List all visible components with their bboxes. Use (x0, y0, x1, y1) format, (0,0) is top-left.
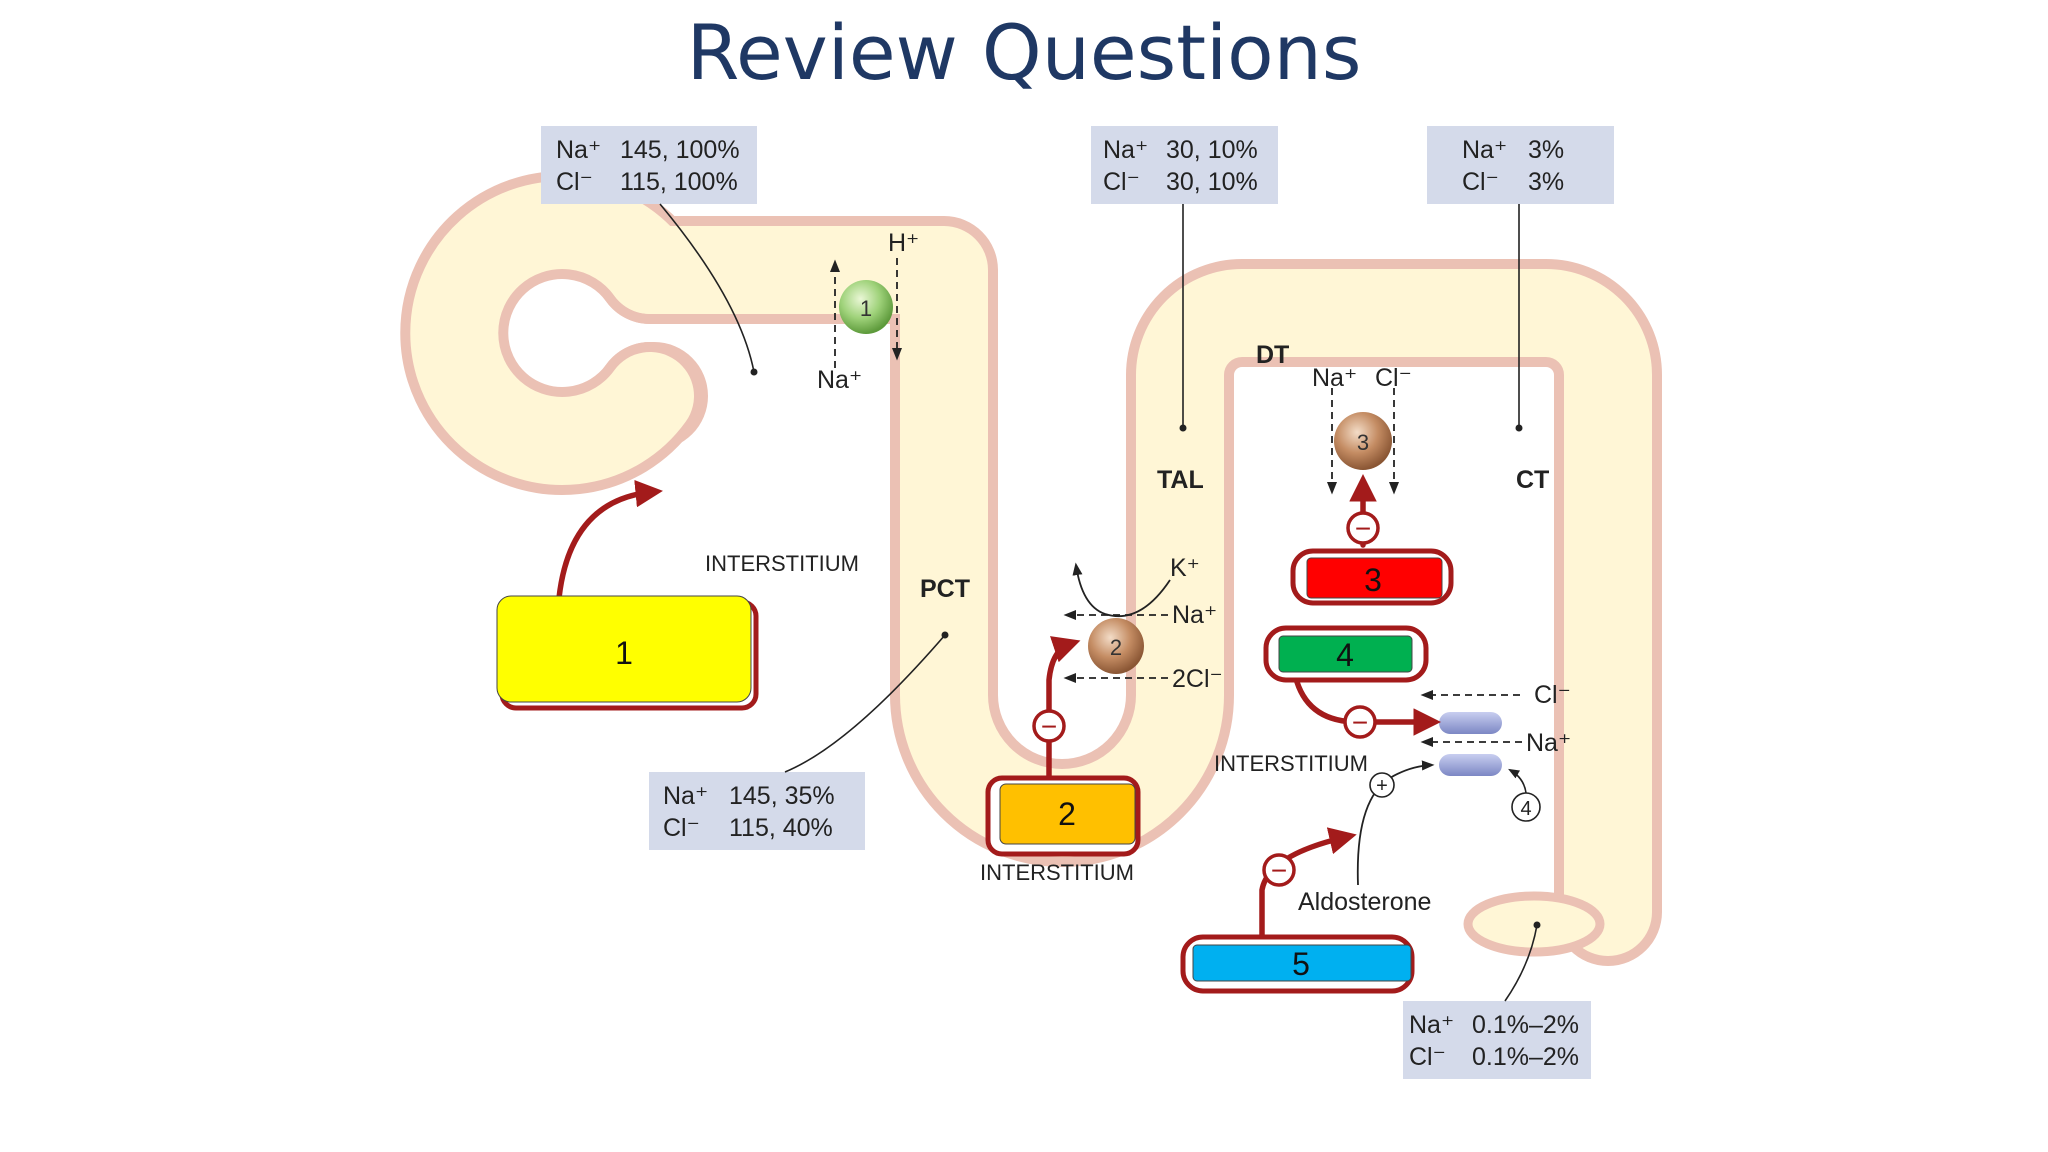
label-tal: TAL (1157, 466, 1204, 494)
transporter-1-number: 1 (860, 296, 872, 321)
transporter-4: Cl⁻ Na⁺ 4 (1420, 681, 1571, 822)
conc-cl-ion: Cl⁻ (663, 814, 700, 842)
conc-box-glomerular: Na⁺ 145, 100% Cl⁻ 115, 100% (541, 126, 757, 204)
transporter-2-na: Na⁺ (1172, 601, 1217, 629)
minus-sign-4-text: − (1352, 707, 1368, 738)
transporter-2-k: K⁺ (1170, 554, 1200, 582)
minus-sign-2 (1032, 709, 1066, 743)
leader-dots (750, 368, 1541, 929)
transporter-4-na: Na⁺ (1526, 729, 1571, 757)
conc-na-ion: Na⁺ (1103, 136, 1148, 164)
inhibition-signs: − − − − (1032, 511, 1380, 887)
conc-na-value: 145, 35% (729, 782, 835, 810)
conc-na-ion: Na⁺ (556, 136, 601, 164)
tubule-lumen (410, 181, 1652, 956)
minus-sign-2-text: − (1041, 711, 1057, 742)
minus-sign-3-text: − (1355, 513, 1371, 544)
minus-sign-5-text: − (1271, 855, 1287, 886)
conc-cl-ion: Cl⁻ (556, 168, 593, 196)
answer-box-3-label: 3 (1364, 562, 1382, 598)
answer-box-3[interactable]: 3 (1290, 548, 1454, 606)
leader-lines (659, 203, 1538, 1002)
transporter-4-number: 4 (1520, 798, 1531, 820)
label-interstitium-right: INTERSTITIUM (1214, 751, 1368, 776)
transporter-2-2cl: 2Cl⁻ (1172, 665, 1223, 693)
answer-box-4[interactable]: 4 (1263, 625, 1429, 683)
minus-sign-4 (1343, 705, 1377, 739)
answer-box-2-label: 2 (1058, 796, 1076, 832)
transporter-3-cl: Cl⁻ (1375, 364, 1412, 392)
conc-box-tal: Na⁺ 30, 10% Cl⁻ 30, 10% (1091, 126, 1278, 204)
answer-box-1-label: 1 (615, 635, 633, 671)
slide-title: Review Questions (686, 8, 1362, 97)
transporter-2-number: 2 (1110, 635, 1122, 660)
aldosterone-label: Aldosterone (1298, 888, 1431, 916)
conc-cl-ion: Cl⁻ (1462, 168, 1499, 196)
transporter-2: 2 K⁺ Na⁺ 2Cl⁻ (1063, 554, 1223, 693)
conc-na-ion: Na⁺ (1462, 136, 1507, 164)
minus-sign-5 (1262, 853, 1296, 887)
label-dt: DT (1256, 341, 1289, 369)
label-pct: PCT (920, 575, 970, 603)
conc-cl-ion: Cl⁻ (1103, 168, 1140, 196)
minus-sign-3 (1346, 511, 1380, 545)
conc-cl-ion: Cl⁻ (1409, 1043, 1446, 1071)
conc-cl-value: 115, 100% (620, 168, 738, 196)
answer-box-2[interactable]: 2 (985, 775, 1141, 857)
conc-na-value: 145, 100% (620, 136, 740, 164)
transporter-1-h: H⁺ (888, 229, 919, 257)
transporter-3-number: 3 (1357, 430, 1369, 455)
conc-na-value: 30, 10% (1166, 136, 1258, 164)
conc-na-value: 3% (1528, 136, 1564, 164)
conc-box-end: Na⁺ 0.1%–2% Cl⁻ 0.1%–2% (1403, 1001, 1591, 1079)
transporter-3-na: Na⁺ (1312, 364, 1357, 392)
conc-cl-value: 3% (1528, 168, 1564, 196)
aldosterone-group: Aldosterone + (1298, 760, 1435, 916)
aldosterone-plus-sign: + (1376, 775, 1388, 797)
transporter-4-cl: Cl⁻ (1534, 681, 1571, 709)
answer-box-1[interactable]: 1 (496, 595, 759, 711)
label-interstitium-loop: INTERSTITIUM (980, 860, 1134, 885)
conc-na-ion: Na⁺ (663, 782, 708, 810)
conc-na-value: 0.1%–2% (1472, 1011, 1579, 1039)
answer-box-4-label: 4 (1336, 637, 1354, 673)
conc-box-pct: Na⁺ 145, 35% Cl⁻ 115, 40% (649, 772, 865, 850)
label-ct: CT (1516, 466, 1549, 494)
label-interstitium-left: INTERSTITIUM (705, 551, 859, 576)
transporter-1-na: Na⁺ (817, 366, 862, 394)
conc-na-ion: Na⁺ (1409, 1011, 1454, 1039)
conc-cl-value: 30, 10% (1166, 168, 1258, 196)
answer-box-5-label: 5 (1292, 946, 1310, 982)
conc-cl-value: 0.1%–2% (1472, 1043, 1579, 1071)
transporter-3: 3 Na⁺ Cl⁻ (1312, 364, 1412, 495)
transporter-1: 1 Na⁺ H⁺ (817, 229, 919, 394)
conc-box-ct: Na⁺ 3% Cl⁻ 3% (1427, 126, 1614, 204)
conc-cl-value: 115, 40% (729, 814, 833, 842)
answer-box-5[interactable]: 5 (1180, 934, 1415, 994)
